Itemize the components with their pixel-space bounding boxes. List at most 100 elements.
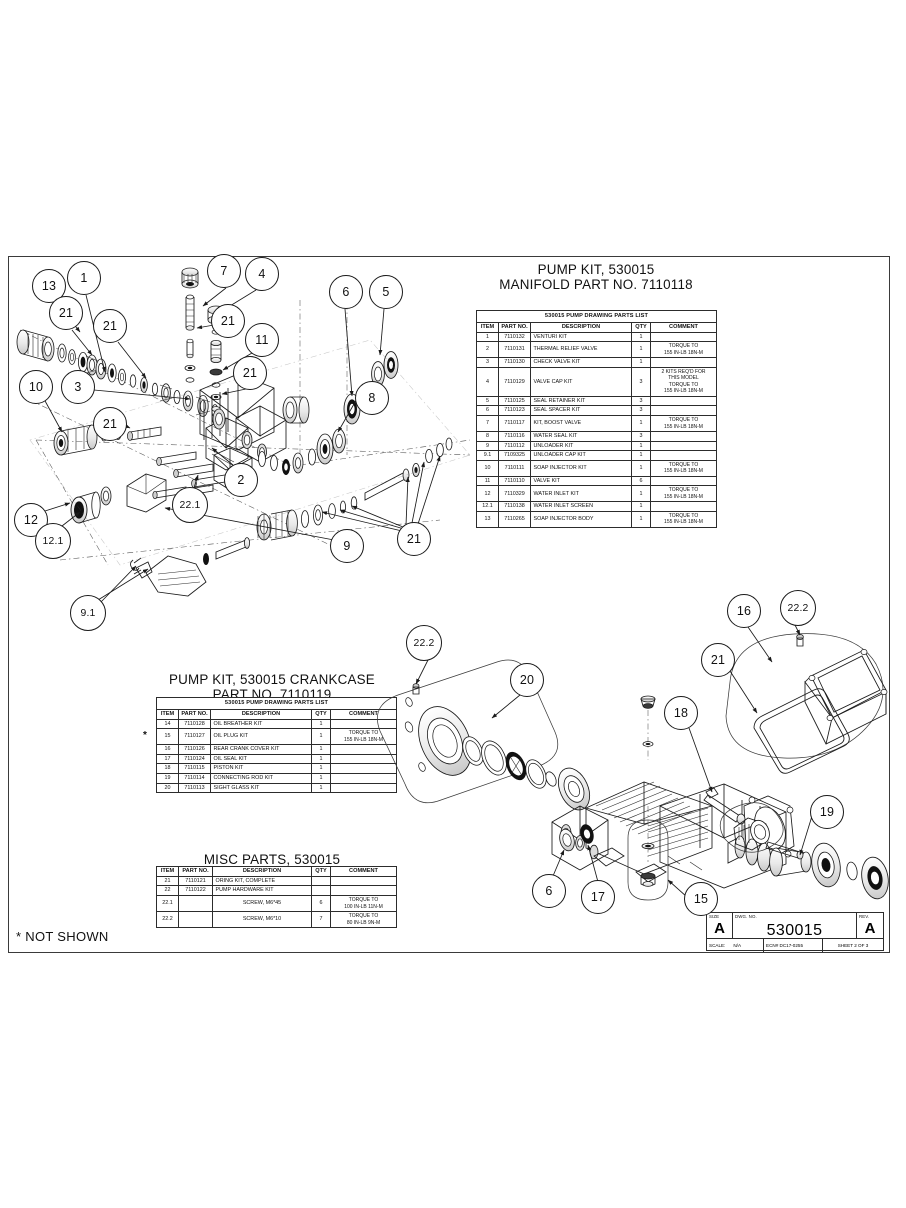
cell-qty: 3 [631, 366, 651, 397]
balloon-callout-21[interactable]: 21 [397, 522, 431, 556]
balloon-callout-21[interactable]: 21 [93, 407, 127, 441]
cell-item: 12 [476, 485, 499, 503]
size-value: A [714, 920, 725, 937]
cell-item: 1 [476, 331, 499, 343]
balloon-callout-21[interactable]: 21 [233, 356, 267, 390]
balloon-callout-19[interactable]: 19 [810, 795, 844, 829]
balloon-label: 16 [736, 604, 752, 618]
cell-part-no: 7110117 [498, 415, 531, 432]
rev-value: A [864, 920, 876, 937]
balloon-callout-4[interactable]: 4 [245, 257, 279, 291]
cell-comment: TORQUE TO 155 IN-LB 18N-M [650, 485, 717, 503]
cell-item: 9 [476, 440, 499, 452]
balloon-label: 18 [673, 706, 689, 720]
cell-comment [650, 357, 717, 368]
cell-description: SIGHT GLASS KIT [210, 782, 312, 794]
cell-comment [650, 440, 717, 452]
column-header-1: PART NO. [178, 866, 213, 877]
balloon-callout-21[interactable]: 21 [701, 643, 735, 677]
cell-description: CONNECTING ROD KIT [210, 773, 312, 784]
cell-comment [330, 744, 397, 755]
cell-description: OIL BREATHER KIT [210, 718, 312, 730]
balloon-callout-21[interactable]: 21 [93, 309, 127, 343]
cell-part-no: 7110265 [498, 510, 531, 528]
cell-qty: 1 [311, 728, 331, 746]
balloon-callout-7[interactable]: 7 [207, 254, 241, 288]
balloon-label: 21 [58, 306, 74, 320]
balloon-callout-6[interactable]: 6 [532, 874, 566, 908]
cell-qty: 1 [311, 782, 331, 794]
balloon-label: 6 [342, 285, 350, 299]
balloon-label: 4 [258, 267, 266, 281]
cell-qty: 6 [311, 895, 331, 912]
balloon-callout-21[interactable]: 21 [211, 304, 245, 338]
balloon-callout-15[interactable]: 15 [684, 882, 718, 916]
cell-part-no: 7110123 [498, 405, 531, 416]
balloon-label: 5 [382, 285, 390, 299]
balloon-callout-22-2[interactable]: 22.2 [780, 590, 816, 626]
cell-qty: 1 [631, 331, 651, 343]
balloon-label: 22.1 [179, 499, 201, 511]
balloon-callout-10[interactable]: 10 [19, 370, 53, 404]
balloon-callout-3[interactable]: 3 [61, 370, 95, 404]
balloon-label: 19 [819, 805, 835, 819]
balloon-callout-1[interactable]: 1 [67, 261, 101, 295]
cell-comment [650, 431, 717, 442]
cell-part-no: 7110138 [498, 501, 531, 512]
title-block-size-cell: SIZE A [707, 913, 733, 938]
cell-part-no: 7109325 [498, 450, 531, 461]
balloon-callout-17[interactable]: 17 [581, 880, 615, 914]
balloon-callout-8[interactable]: 8 [355, 381, 389, 415]
cell-description: KIT, BOOST VALVE [530, 415, 632, 432]
cell-qty: 1 [631, 357, 651, 368]
balloon-callout-9-1[interactable]: 9.1 [70, 595, 106, 631]
cell-description: REAR CRANK COVER KIT [210, 744, 312, 755]
cell-item: 13 [476, 510, 499, 528]
cell-part-no: 7110115 [178, 763, 211, 774]
title-block-dwg-cell: DWG. NO. 530015 [733, 913, 857, 939]
cell-item: 22.2 [156, 911, 179, 928]
balloon-callout-5[interactable]: 5 [369, 275, 403, 309]
table-banner: 530015 PUMP DRAWING PARTS LIST [476, 310, 717, 323]
balloon-callout-22-2[interactable]: 22.2 [406, 625, 442, 661]
balloon-callout-9[interactable]: 9 [330, 529, 364, 563]
balloon-label: 9 [343, 539, 351, 553]
cell-part-no: 7110116 [498, 431, 531, 442]
cell-qty: 1 [631, 440, 651, 452]
balloon-callout-21[interactable]: 21 [49, 296, 83, 330]
cell-item: 20 [156, 782, 179, 794]
column-header-2: DESCRIPTION [530, 321, 632, 333]
cell-item: 16 [156, 744, 179, 755]
balloon-callout-22-1[interactable]: 22.1 [172, 487, 208, 523]
balloon-label: 20 [519, 673, 535, 687]
cell-qty: 1 [631, 501, 651, 512]
balloon-callout-2[interactable]: 2 [224, 463, 258, 497]
table-banner: 530015 PUMP DRAWING PARTS LIST [156, 697, 397, 710]
column-header-0: ITEM [156, 708, 179, 720]
title-block-sheet-cell: SHEET 2 OF 3 [823, 939, 883, 952]
cell-item: 7 [476, 415, 499, 432]
sheet-value: SHEET 2 OF 3 [837, 943, 869, 948]
balloon-callout-20[interactable]: 20 [510, 663, 544, 697]
cell-part-no: 7110329 [498, 485, 531, 503]
cell-qty: 3 [631, 405, 651, 416]
balloon-callout-11[interactable]: 11 [245, 323, 279, 357]
cell-comment [650, 475, 717, 487]
balloon-callout-6[interactable]: 6 [329, 275, 363, 309]
balloon-callout-18[interactable]: 18 [664, 696, 698, 730]
cell-part-no: 7110125 [498, 395, 531, 407]
column-header-0: ITEM [156, 866, 179, 877]
cell-description: VALVE CAP KIT [530, 366, 632, 397]
column-header-4: COMMENT [330, 866, 397, 877]
balloon-callout-12-1[interactable]: 12.1 [35, 523, 71, 559]
balloon-callout-16[interactable]: 16 [727, 594, 761, 628]
cell-part-no: 7110113 [178, 782, 211, 794]
cell-item: 17 [156, 753, 179, 765]
balloon-label: 22.2 [413, 637, 435, 649]
